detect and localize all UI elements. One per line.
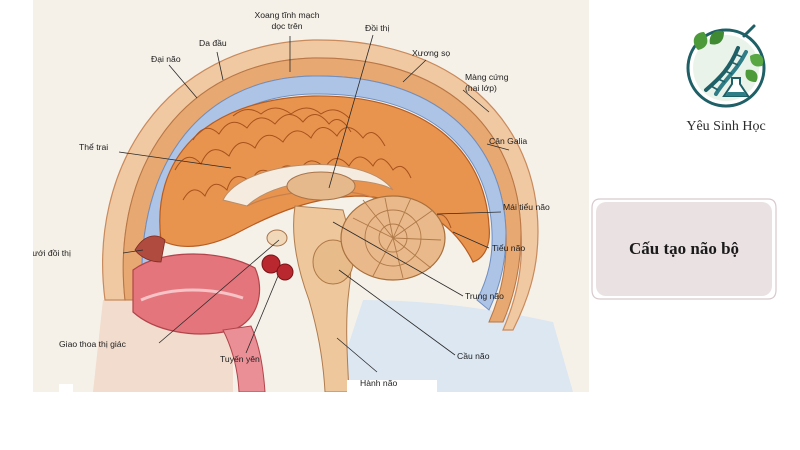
thalamus-shape	[286, 171, 356, 201]
dna-rungs	[710, 53, 743, 91]
cerebellum-folia	[352, 197, 442, 279]
label-giao-thoa-thi-giac: Giao thoa thị giác	[59, 339, 127, 349]
dura-mater-shape	[141, 75, 507, 311]
label-mang-cung-line1: Màng cứng	[465, 72, 509, 82]
pituitary-shape-2	[276, 263, 294, 281]
title-card: Cấu tạo não bộ	[590, 196, 778, 302]
label-dai-nao: Đại não	[151, 54, 181, 64]
label-mai-tieu-nao: Mái tiểu não	[503, 202, 550, 212]
dropper-shape	[742, 24, 756, 38]
label-cau-nao: Cầu não	[457, 351, 490, 361]
leaf-4	[745, 69, 758, 82]
dna-strand-2	[714, 50, 748, 96]
nasal-highlight	[140, 288, 244, 302]
card-outline	[591, 198, 777, 300]
flask-liquid	[725, 92, 747, 96]
dna-strand-1	[704, 46, 740, 92]
label-trung-nao: Trung não	[465, 291, 504, 301]
label-hanh-nao: Hành não	[360, 378, 397, 388]
figure-corner-mark	[59, 384, 73, 392]
label-xoang-line1: Xoang tĩnh mạch	[255, 10, 320, 20]
label-tieu-nao: Tiểu não	[492, 243, 525, 253]
leaf-2	[709, 30, 724, 45]
nasal-cavity-shape	[132, 253, 261, 335]
card-title: Cấu tạo não bộ	[628, 239, 740, 258]
label-the-trai: Thể trai	[79, 142, 108, 152]
label-mang-cung-line2: (hai lớp)	[465, 83, 497, 93]
dna-leaf-flask-logo-icon	[680, 20, 772, 116]
label-doi-thi: Đồi thị	[365, 23, 389, 33]
leaf-1	[693, 32, 708, 50]
figure-bottom-mark	[347, 380, 437, 392]
label-vung-duoi-doi-thi: Vùng dưới đồi thị	[33, 248, 71, 258]
corpus-callosum-shape	[222, 164, 394, 207]
title-box: Cấu tạo não bộ	[596, 202, 772, 296]
label-da-dau: Da đầu	[199, 38, 227, 48]
label-tuyen-yen: Tuyến yên	[220, 354, 260, 364]
leader-lines	[118, 34, 510, 373]
label-xuong-so: Xương sọ	[412, 48, 450, 58]
brand-name: Yêu Sinh Học	[686, 119, 766, 134]
logo-svg	[686, 24, 766, 108]
brain-diagram-svg: Xoang tĩnh mạch dọc trên Da đầu Đại não …	[5, 0, 589, 393]
optic-chiasm-shape	[266, 229, 288, 247]
leaf-3	[750, 53, 764, 67]
label-xoang-line2: dọc trên	[271, 21, 302, 31]
pituitary-shape	[261, 254, 281, 274]
hypothalamus-shape	[134, 235, 166, 263]
flask-shape	[722, 77, 750, 97]
brain-anatomy-figure: Xoang tĩnh mạch dọc trên Da đầu Đại não …	[5, 0, 589, 393]
label-can-galia: Cân Galia	[489, 136, 527, 146]
card-outline-path	[591, 198, 777, 300]
